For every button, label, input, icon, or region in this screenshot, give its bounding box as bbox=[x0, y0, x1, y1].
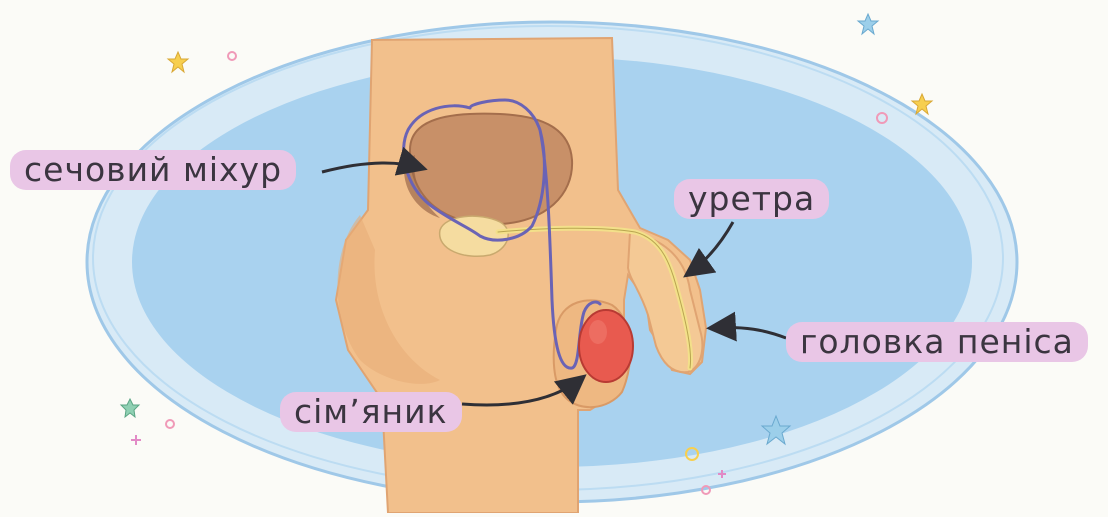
circle-icon bbox=[228, 52, 236, 60]
cross-icon bbox=[131, 435, 141, 445]
label-testicle: сім’яник bbox=[280, 392, 462, 432]
star-icon bbox=[168, 52, 188, 72]
label-bladder: сечовий міхур bbox=[10, 150, 296, 190]
testicle bbox=[579, 310, 633, 382]
prostate bbox=[440, 216, 509, 256]
testicle-highlight bbox=[589, 320, 607, 344]
star-icon bbox=[858, 14, 878, 34]
label-glans: головка пеніса bbox=[786, 322, 1088, 362]
circle-icon bbox=[166, 420, 174, 428]
star-icon bbox=[121, 399, 139, 417]
label-urethra: уретра bbox=[674, 179, 829, 219]
